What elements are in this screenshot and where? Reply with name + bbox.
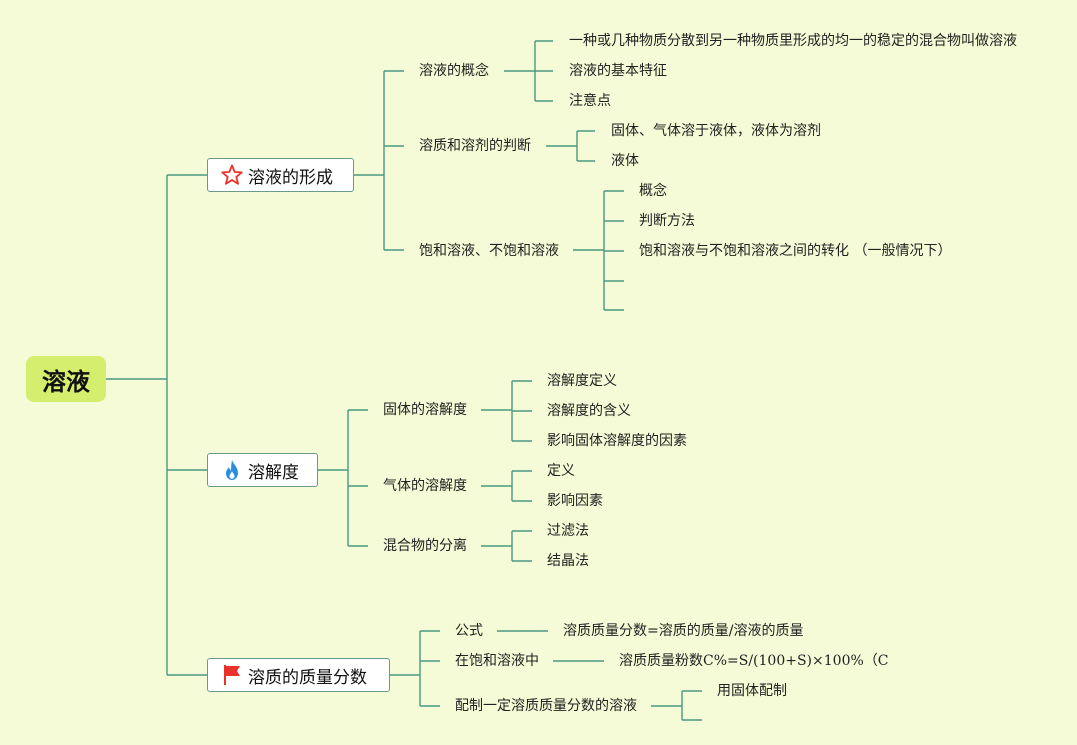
topic-mixture-separation[interactable]: 混合物的分离 [383,538,467,554]
leaf-factors[interactable]: 影响因素 [547,493,603,509]
leaf-concept[interactable]: 概念 [639,183,667,199]
topic-saturated[interactable]: 饱和溶液、不饱和溶液 [419,243,559,259]
branch-solubility[interactable]: 溶解度 [207,453,318,487]
topic-solid-solubility[interactable]: 固体的溶解度 [383,402,467,418]
branch-label: 溶质的质量分数 [248,667,367,688]
leaf-crystallization[interactable]: 结晶法 [547,553,589,569]
leaf-solubility-meaning[interactable]: 溶解度的含义 [547,403,631,419]
leaf-formula-text[interactable]: 溶质质量分数=溶质的质量/溶液的质量 [563,623,804,639]
topic-solute-solvent[interactable]: 溶质和溶剂的判断 [419,138,531,154]
leaf-solvent-rule[interactable]: 固体、气体溶于液体，液体为溶剂 [611,123,821,139]
root-node[interactable]: 溶液 [26,356,106,402]
branch-mass-fraction[interactable]: 溶质的质量分数 [207,658,390,692]
leaf-definition[interactable]: 一种或几种物质分散到另一种物质里形成的均一的稳定的混合物叫做溶液 [569,33,1017,49]
topic-formula[interactable]: 公式 [455,623,483,639]
topic-preparation[interactable]: 配制一定溶质质量分数的溶液 [455,698,637,714]
leaf-solid-preparation[interactable]: 用固体配制 [717,683,787,699]
branch-label: 溶解度 [248,462,299,483]
leaf-basic-features[interactable]: 溶液的基本特征 [569,63,667,79]
topic-gas-solubility[interactable]: 气体的溶解度 [383,478,467,494]
branch-label: 溶液的形成 [248,167,333,188]
leaf-conversion[interactable]: 饱和溶液与不饱和溶液之间的转化 （一般情况下） [639,243,952,259]
leaf-solubility-factors[interactable]: 影响固体溶解度的因素 [547,433,687,449]
leaf-filtration[interactable]: 过滤法 [547,523,589,539]
flame-icon [220,458,244,482]
leaf-solubility-definition[interactable]: 溶解度定义 [547,373,617,389]
leaf-judging-method[interactable]: 判断方法 [639,213,695,229]
topic-saturated-solution[interactable]: 在饱和溶液中 [455,653,539,669]
leaf-definition[interactable]: 定义 [547,463,575,479]
star-icon [220,163,244,187]
flag-icon [220,663,244,687]
leaf-saturated-formula[interactable]: 溶质质量粉数C%=S/(100+S)×100%（C [619,653,889,669]
topic-solution-concept[interactable]: 溶液的概念 [419,63,489,79]
leaf-liquid[interactable]: 液体 [611,153,639,169]
branch-solution-formation[interactable]: 溶液的形成 [207,158,354,192]
leaf-notes[interactable]: 注意点 [569,93,611,109]
